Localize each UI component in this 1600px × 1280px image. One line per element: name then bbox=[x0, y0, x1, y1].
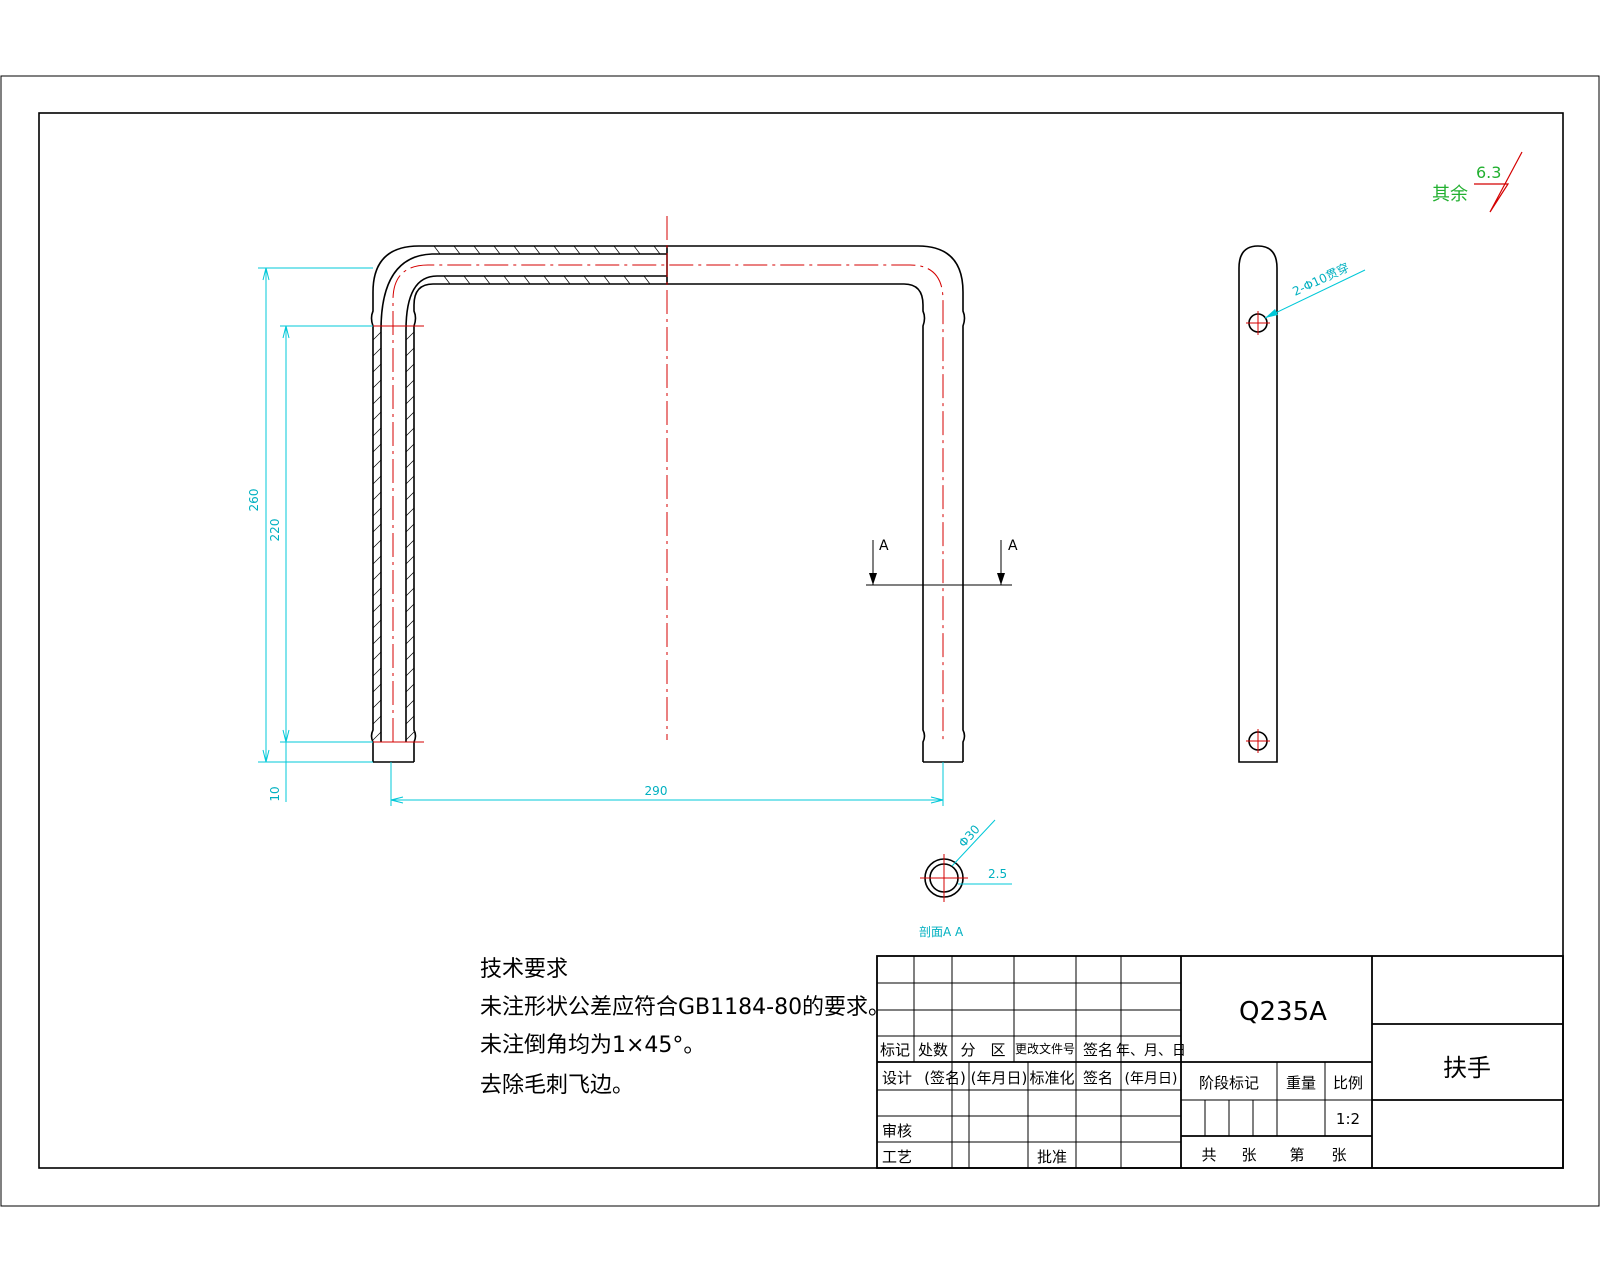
tb-sheets-unit1: 张 bbox=[1241, 1146, 1256, 1164]
tech-requirements: 技术要求 未注形状公差应符合GB1184-80的要求。 未注倒角均为1×45°。… bbox=[480, 957, 890, 1098]
tech-line-1: 未注形状公差应符合GB1184-80的要求。 bbox=[480, 995, 890, 1020]
front-outer-contour bbox=[370, 245, 966, 762]
tech-line-3: 去除毛刺飞边。 bbox=[480, 1073, 634, 1098]
tb-sheet-no: 第 bbox=[1289, 1146, 1304, 1164]
hole-callout: 2-Φ10贯穿 bbox=[1290, 259, 1351, 298]
tb-mark: 标记 bbox=[880, 1041, 910, 1059]
side-outline bbox=[1238, 245, 1278, 763]
section-diameter: Φ30 bbox=[956, 822, 983, 850]
section-wall: 2.5 bbox=[988, 867, 1007, 881]
section-view: Φ30 2.5 剖面A A bbox=[919, 819, 1012, 939]
tb-design-date: (年月日) bbox=[971, 1069, 1028, 1087]
tb-process: 工艺 bbox=[882, 1148, 912, 1166]
left-bore-outer bbox=[380, 253, 667, 742]
section-mark-left: A bbox=[879, 538, 889, 554]
dimensions: 260 220 10 290 bbox=[247, 267, 944, 806]
tb-std-sign: 签名 bbox=[1083, 1069, 1113, 1087]
side-view: 2-Φ10贯穿 bbox=[1238, 245, 1366, 763]
tb-std-date: (年月日) bbox=[1125, 1071, 1178, 1087]
dim-height-inner-label: 220 bbox=[268, 519, 282, 542]
section-dia-leader bbox=[951, 819, 996, 867]
tb-sheets-total: 共 bbox=[1201, 1146, 1216, 1164]
tb-date: 年、月、日 bbox=[1116, 1043, 1186, 1059]
surface-roughness-symbol: 其余 6.3 bbox=[1432, 151, 1523, 213]
tb-sign: 签名 bbox=[1083, 1041, 1113, 1059]
tb-weight: 重量 bbox=[1286, 1074, 1316, 1092]
title-block: Q235A 扶手 标记 处数 分 区 更改文件号 签名 年、月、日 设计 (签名… bbox=[876, 955, 1564, 1169]
section-mark-right: A bbox=[1008, 538, 1018, 554]
material: Q235A bbox=[1239, 997, 1327, 1027]
dim-width-label: 290 bbox=[645, 784, 668, 798]
drawing-frame bbox=[38, 112, 1564, 1169]
hatch-left-outer bbox=[372, 245, 661, 741]
front-view: A A bbox=[363, 216, 1018, 763]
tb-review: 审核 bbox=[882, 1122, 912, 1140]
hole-leader bbox=[1264, 269, 1366, 319]
tb-design: 设计 bbox=[882, 1069, 912, 1087]
tech-title: 技术要求 bbox=[480, 957, 568, 982]
section-arrowhead-right-icon bbox=[997, 573, 1005, 585]
tb-scale-value: 1:2 bbox=[1336, 1110, 1360, 1128]
tb-design-sign: (签名) bbox=[924, 1069, 966, 1087]
roughness-check-icon bbox=[1474, 151, 1523, 213]
roughness-prefix: 其余 bbox=[1432, 184, 1468, 205]
tb-scale-label: 比例 bbox=[1333, 1074, 1363, 1092]
front-inner-contour bbox=[413, 283, 926, 762]
dim-height-outer-label: 260 bbox=[247, 489, 261, 512]
tb-sheets-unit2: 张 bbox=[1331, 1146, 1346, 1164]
tb-stage-mark: 阶段标记 bbox=[1199, 1074, 1259, 1092]
section-arrowhead-left-icon bbox=[869, 573, 877, 585]
tb-zone: 分 区 bbox=[960, 1041, 1005, 1059]
part-name: 扶手 bbox=[1443, 1054, 1491, 1082]
sheet-border bbox=[0, 75, 1600, 1207]
section-caption: 剖面A A bbox=[919, 925, 964, 939]
dim-bottom-offset-label: 10 bbox=[268, 786, 282, 801]
left-bore-inner bbox=[405, 275, 667, 742]
roughness-value: 6.3 bbox=[1476, 163, 1501, 182]
tb-count: 处数 bbox=[918, 1041, 948, 1059]
tb-change-doc: 更改文件号 bbox=[1015, 1041, 1075, 1056]
tb-approve: 批准 bbox=[1037, 1148, 1067, 1166]
tube-centerline bbox=[392, 264, 944, 742]
tech-line-2: 未注倒角均为1×45°。 bbox=[480, 1033, 705, 1058]
tb-standardize: 标准化 bbox=[1029, 1069, 1074, 1087]
